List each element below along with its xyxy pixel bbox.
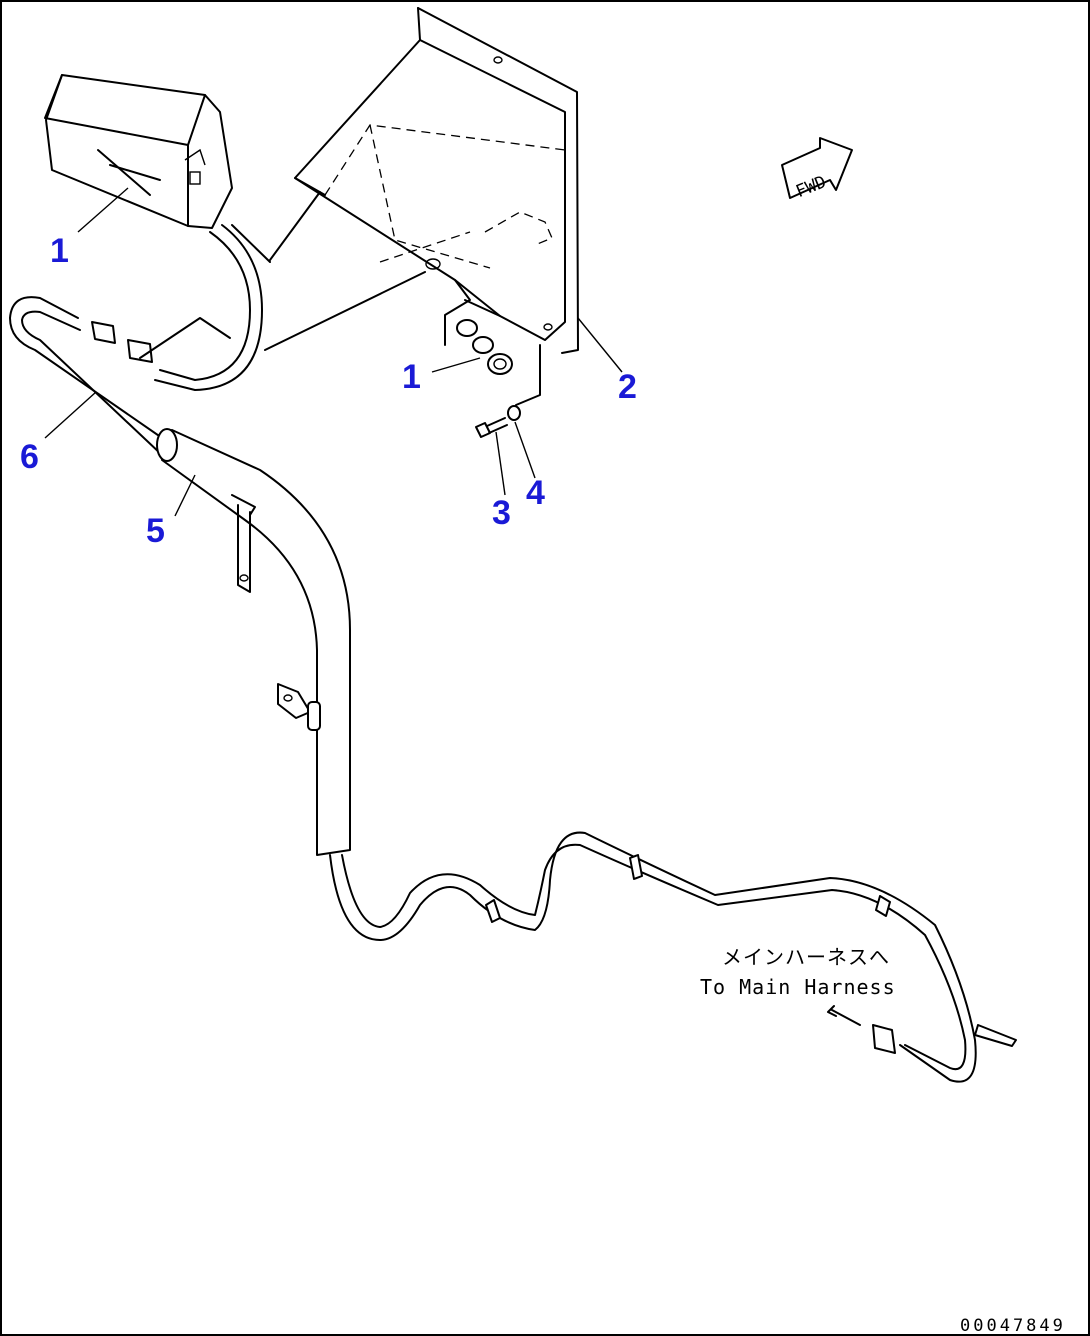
drawing-number: 00047849 (960, 1316, 1066, 1336)
harness-cable-run (329, 831, 1017, 1083)
work-lamp (44, 74, 233, 229)
bolt-and-washer (475, 405, 521, 438)
lamp-mount-hardware (456, 319, 541, 406)
callout-leaders (44, 187, 623, 517)
callout-lamp: 1 (50, 232, 69, 270)
note-japanese: メインハーネスへ (722, 945, 890, 969)
lamp-cable (127, 191, 426, 391)
callout-bolt: 3 (492, 494, 511, 532)
callout-lamp-hardware: 1 (402, 358, 421, 396)
forward-arrow: FWD (781, 137, 853, 202)
callout-washer: 4 (526, 474, 545, 512)
callout-bracket: 2 (618, 368, 637, 406)
callout-harness: 6 (20, 438, 39, 476)
callout-tube: 5 (146, 512, 165, 550)
lamp-bracket (294, 7, 579, 354)
note-english: To Main Harness (700, 975, 896, 999)
wiring-harness (9, 296, 166, 456)
protective-tube (156, 428, 351, 856)
